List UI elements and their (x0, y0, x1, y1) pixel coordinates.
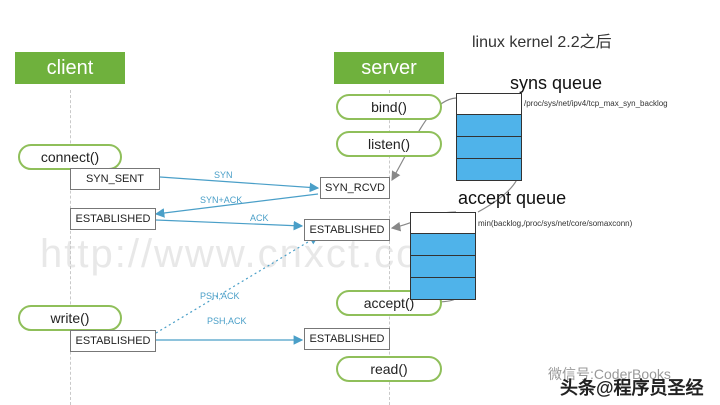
syn-arrow (159, 176, 320, 193)
listen-pill: listen() (336, 131, 442, 157)
wechat-watermark: 微信号:CoderBooks (548, 366, 671, 382)
connect-pill: connect() (18, 144, 122, 170)
accept-queue-title: accept queue (458, 188, 567, 208)
psh-ack-arrow-1 (155, 235, 320, 334)
message-label-syn-ack: SYN+ACK (200, 195, 243, 205)
bind-pill: bind() (336, 94, 442, 120)
syns-queue-path: /proc/sys/net/ipv4/tcp_max_syn_backlog (524, 99, 668, 108)
message-label-syn: SYN (214, 170, 233, 180)
accept-queue-slot (410, 212, 476, 234)
syn-ack-arrow (154, 193, 319, 218)
write-pill: write() (18, 305, 122, 331)
read-pill: read() (336, 356, 442, 382)
client-state-established-1: ESTABLISHED (70, 208, 156, 230)
message-label-ack: ACK (250, 213, 269, 223)
server-state-established-1: ESTABLISHED (304, 219, 390, 241)
client-state-established-2: ESTABLISHED (70, 330, 156, 352)
syns-queue-slot (456, 115, 522, 137)
accept-queue-slot (410, 234, 476, 256)
accept-queue-path: min(backlog,/proc/sys/net/core/somaxconn… (478, 219, 633, 228)
ack-arrow (155, 219, 304, 231)
client-lifeline (70, 90, 71, 405)
syns-queue-slot (456, 93, 522, 115)
account-watermark: 头条@程序员圣经 (560, 378, 704, 398)
accept-queue-slot (410, 256, 476, 278)
syns-queue-slot (456, 137, 522, 159)
server-state-syn-rcvd: SYN_RCVD (320, 177, 390, 199)
client-state-syn-sent: SYN_SENT (70, 168, 160, 190)
server-state-established-2: ESTABLISHED (304, 328, 390, 350)
syns-queue-slot (456, 159, 522, 181)
diagram-title: linux kernel 2.2之后 (472, 34, 612, 51)
accept-queue-slot (410, 278, 476, 300)
syns-queue-connector (391, 97, 457, 182)
syns-queue-title: syns queue (510, 73, 603, 93)
server-lifeline (389, 90, 390, 405)
client-lane-header: client (15, 52, 125, 84)
message-label-psh-ack-1: PSH,ACK (200, 291, 240, 301)
server-lane-header: server (334, 52, 444, 84)
message-label-psh-ack-2: PSH,ACK (207, 316, 247, 326)
